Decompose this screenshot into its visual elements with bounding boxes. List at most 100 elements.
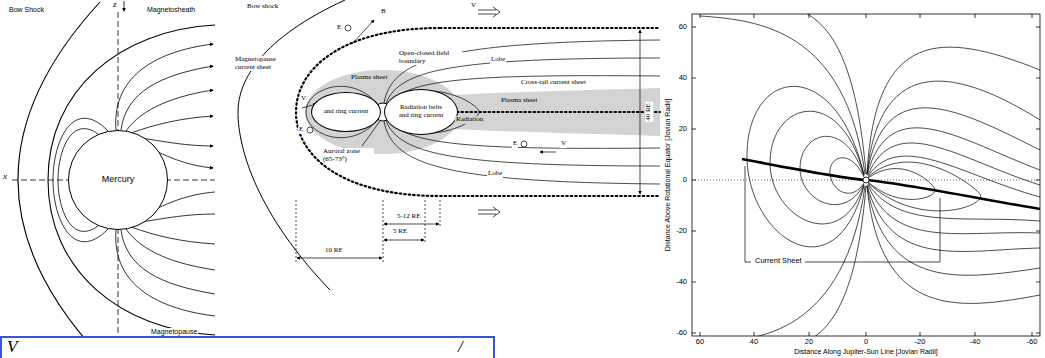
region-label: Bow Shock (8, 6, 45, 14)
drawing-path (700, 186, 865, 336)
dimension-label: 5-12 RE (396, 213, 422, 221)
drawing-line (440, 200, 441, 228)
dimension-label: 40 RE (645, 102, 653, 122)
drawing-line (296, 200, 297, 262)
drawing-line (384, 224, 439, 225)
drawing-path (868, 184, 1040, 221)
drawing-path (121, 66, 213, 130)
dimension-label: 10 RE (324, 247, 344, 255)
region-label: Magnetopause current sheet (234, 56, 296, 71)
drawing-path (296, 28, 660, 196)
planet-circle: Mercury (68, 130, 168, 230)
axis-title: Distance Above Rotational Equator [Jovia… (664, 98, 672, 253)
tick-label: 20 (804, 338, 814, 346)
equation-box: V/ (0, 336, 495, 358)
drawing-path (131, 227, 215, 244)
drawing-path (700, 332, 1032, 336)
axis-label: x (2, 172, 8, 182)
field-symbol: B (380, 8, 387, 16)
tick-label: 60 (678, 23, 688, 31)
radiation-belt-oval: Radiation belts and ring current (384, 89, 458, 135)
drawing-path (867, 47, 1040, 174)
field-symbol: E (512, 140, 518, 148)
tick-label: 40 (749, 338, 759, 346)
region-label: Magnetopause (150, 328, 198, 336)
flow-symbol: V (560, 140, 567, 148)
drawing-g (700, 14, 1040, 336)
drawing-path (747, 86, 864, 247)
drawing-rect (692, 14, 1040, 336)
drawing-path (126, 229, 215, 270)
region-label: Bow shock (246, 3, 279, 11)
drawing-line (640, 30, 641, 194)
drawing-line (124, 1, 125, 11)
tick-label: 60 (695, 338, 705, 346)
jupiter-magnetosphere (692, 10, 1040, 345)
drawing-path (478, 7, 500, 17)
drawing-path (800, 14, 866, 174)
drawing-g (238, 0, 660, 290)
node-text: Radiation belts and ring current (397, 104, 445, 119)
drawing-path (131, 116, 213, 133)
drawing-line (383, 200, 384, 262)
region-label: Auroral zone (65-73°) (322, 148, 374, 163)
field-symbol: E (298, 126, 304, 134)
tick-label: 0 (863, 338, 869, 346)
drawing-path (867, 81, 1040, 174)
tick-label: -20 (914, 338, 927, 346)
drawing-circle (521, 141, 527, 147)
region-label: Lobe (490, 56, 506, 64)
drawing-circle (307, 127, 313, 133)
field-symbol: E (336, 24, 342, 32)
drawing-path (868, 156, 1040, 197)
region-label: Plasma sheet (350, 74, 388, 82)
drawing-path (805, 198, 940, 262)
drawing-path (700, 14, 1032, 18)
drawing-path (867, 108, 1040, 174)
tick-label: -40 (969, 338, 982, 346)
drawing-line (297, 258, 382, 259)
drawing-path (238, 0, 345, 290)
drawing-path (800, 186, 866, 336)
tick-label: 20 (678, 125, 688, 133)
callout-label: Current Sheet (754, 257, 803, 265)
drawing-path (745, 166, 751, 262)
region-label: Cross-tail current sheet (520, 79, 587, 87)
formula-text: / (458, 338, 463, 355)
drawing-circle (345, 25, 351, 31)
drawing-g (296, 28, 660, 196)
drawing-path (742, 159, 1040, 209)
mercury-magnetosphere (12, 1, 215, 356)
drawing-line (540, 152, 556, 153)
tick-label: -60 (675, 329, 688, 337)
formula-text: V (7, 338, 17, 355)
flow-symbol: V (300, 95, 307, 103)
drawing-line (384, 240, 424, 241)
region-label: Magnetosheath (146, 6, 196, 14)
axis-label: z (112, 0, 118, 10)
region-label: Lobe (487, 170, 503, 178)
drawing-path (868, 162, 981, 211)
region-label: Plasma sheet (500, 97, 538, 105)
flow-symbol: V (470, 2, 477, 10)
tick-label: -20 (675, 227, 688, 235)
drawing-g (692, 14, 1040, 336)
drawing-path (448, 111, 660, 113)
earth-magnetosphere (238, 0, 660, 290)
drawing-line (425, 200, 426, 244)
dimension-label: 5 RE (392, 228, 408, 236)
region-label: Open-closed field boundary (398, 50, 462, 65)
drawing-path (867, 128, 1040, 175)
region-label: Radiation (455, 116, 484, 124)
axis-title: Distance Along Jupiter-Sun Line [Jovian … (793, 348, 939, 356)
radiation-belt-oval: and ring current (311, 92, 381, 132)
node-text: Mercury (102, 175, 135, 185)
drawing-path (867, 185, 1040, 251)
drawing-path (126, 90, 213, 131)
drawing-path (868, 143, 1040, 185)
tick-label: -60 (1026, 338, 1039, 346)
drawing-path (440, 27, 660, 29)
node-text: and ring current (324, 108, 369, 116)
